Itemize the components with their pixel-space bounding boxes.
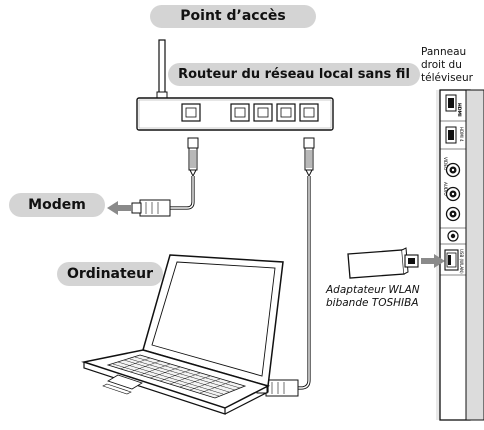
audio-jack-right [445, 206, 461, 222]
hdmi-logo: HDMI [456, 103, 462, 117]
headphone-jack [447, 230, 459, 242]
hdmi-port-label: HDMI 4 [459, 127, 464, 142]
computer-cable [256, 137, 315, 397]
video-label: VIDEO [443, 157, 448, 171]
router-lan-port-2 [253, 103, 273, 122]
audio-label: AUDIO [443, 182, 448, 196]
router-antenna [156, 39, 168, 101]
modem-cable [131, 137, 199, 217]
access-point-label: Point d’accès [150, 5, 316, 28]
tv-panel-label: Panneau droit du téléviseur [421, 46, 484, 85]
router-wan-port [181, 103, 201, 122]
tv-right-panel: HDMI HDMI 4 VIDEO AUDIO [436, 89, 484, 421]
usb-port [444, 249, 459, 271]
audio-jack-left [445, 186, 461, 202]
router-lan-port-1 [230, 103, 250, 122]
router-lan-port-3 [276, 103, 296, 122]
adapter-label-line-2: bibande TOSHIBA [326, 297, 419, 309]
hdmi-port-top [445, 94, 457, 112]
router-lan-port-4 [299, 103, 319, 122]
modem-label: Modem [9, 193, 105, 217]
usb-label: USB (WLAN) [459, 249, 464, 274]
adapter-arrow [421, 254, 445, 268]
computer-label: Ordinateur [57, 262, 163, 286]
hdmi-port [445, 126, 457, 144]
tv-panel-label-line-3: téléviseur [421, 72, 473, 84]
modem-arrow [107, 201, 131, 215]
tv-panel-label-line-2: droit du [421, 59, 462, 71]
laptop-icon [81, 254, 284, 415]
adapter-label: Adaptateur WLAN bibande TOSHIBA [326, 284, 436, 310]
tv-panel-label-line-1: Panneau [421, 46, 467, 58]
wlan-adapter-icon [347, 247, 419, 279]
adapter-label-line-1: Adaptateur WLAN [326, 284, 420, 296]
video-jack [445, 162, 461, 178]
router-device [136, 97, 334, 131]
router-label: Routeur du réseau local sans fil [168, 63, 420, 86]
